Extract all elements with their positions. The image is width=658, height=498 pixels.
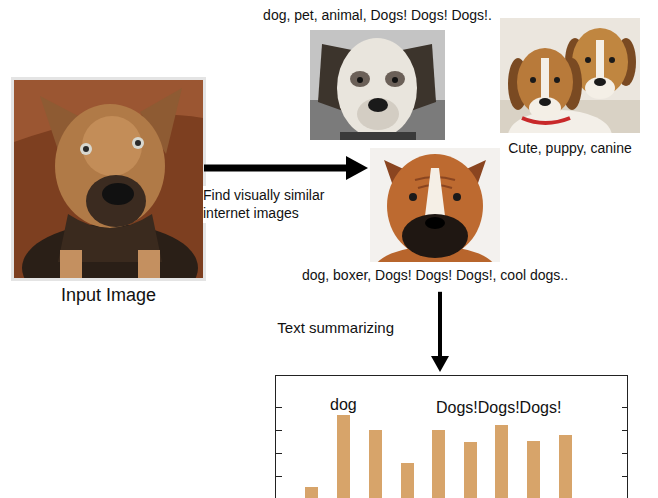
boxer-photo-part [453,193,461,201]
input-dog-photo-part [60,250,82,278]
beagles-photo-part [609,57,615,63]
axis-ticks-part [276,453,282,454]
image-caption: dog, boxer, Dogs! Dogs! Dogs!, cool dogs… [302,267,568,284]
grey-dog-photo-part [357,77,363,83]
beagles-photo-part [508,110,612,133]
input-dog-photo-part [55,104,165,228]
beagles-photo-part [530,77,536,83]
histogram-bars-part [337,415,350,498]
arrow-shaft [438,292,442,358]
input-dog-photo [11,77,206,312]
histogram-chart: dog Dogs!Dogs!Dogs! [275,375,628,498]
image-caption: Cute, puppy, canine [508,140,632,157]
input-dog-photo-part [138,250,160,278]
input-dog-photo-part [80,143,92,155]
bar-label: Dogs!Dogs!Dogs! [436,398,561,417]
histogram-bars-part [464,442,477,498]
axis-ticks-part [276,407,282,408]
beagles-photo-part [594,78,606,86]
beagles-photo-part [522,118,570,123]
arrow-head [346,156,368,180]
grey-dog-photo-part [337,38,417,138]
boxer-photo-part [409,193,417,201]
axis-ticks-part [276,430,282,431]
grey-dog-photo-part [368,98,388,112]
histogram-bars-part [432,430,445,498]
input-photo-frame: Input Image [14,80,203,278]
arrow-label: Text summarizing [277,318,394,338]
histogram-bars-part [559,435,572,498]
histogram-bars-part [527,441,540,498]
boxer-photo-part [402,214,468,258]
beagles-photo-part [554,77,560,83]
image-caption: Input Image [61,285,156,307]
histogram-bars-part [401,463,414,498]
input-dog-photo-part [14,80,203,278]
histogram-bars [305,415,572,498]
grey-dog-photo-part [310,30,445,140]
beagles-photo-part [585,77,615,99]
boxer-photo-part [387,154,483,258]
beagles-photo-part [585,57,591,63]
image-caption: dog, pet, animal, Dogs! Dogs! Dogs!. [263,7,492,24]
boxer-photo-part [425,168,445,216]
histogram-bars-part [495,425,508,498]
result-photo-frame: Cute, puppy, canine [500,18,640,133]
arrow-shaft [204,165,348,172]
boxer-photo-part [425,217,445,229]
arrow-head [431,356,449,372]
grey-dog-photo-part [350,71,370,87]
input-dog-photo-part [86,175,146,227]
grey-dog-photo-part [340,132,416,140]
beagles-photo-part [541,58,549,98]
histogram-bars-part [369,430,382,498]
histogram-bars-part [305,487,318,498]
arrow-label: Find visually similar internet images [203,186,335,224]
result-photo-frame: dog, pet, animal, Dogs! Dogs! Dogs!. [310,30,445,140]
bar-label: dog [330,395,357,414]
beagles-photo-part [517,48,573,116]
boxer-photo-part [370,148,500,262]
grey-dog-photo [310,30,445,140]
input-dog-photo-part [132,137,144,149]
axis-ticks [276,408,628,477]
boxer-photo [370,148,500,262]
grey-dog-photo-part [357,98,399,130]
beagles-photo-part [596,40,604,80]
input-dog-photo-part [135,140,141,146]
result-photo-frame: dog, boxer, Dogs! Dogs! Dogs!, cool dogs… [370,148,500,262]
input-dog-photo-part [83,146,89,152]
grey-dog-photo-part [392,77,398,83]
beagles-photo-part [529,97,561,119]
beagles-photo-part [539,98,551,106]
grey-dog-photo-part [385,71,405,87]
flow-arrow [204,156,368,180]
axis-ticks-part [276,476,282,477]
flow-arrow [431,292,449,372]
input-dog-photo-part [102,183,134,205]
beagles-photo [500,18,640,133]
